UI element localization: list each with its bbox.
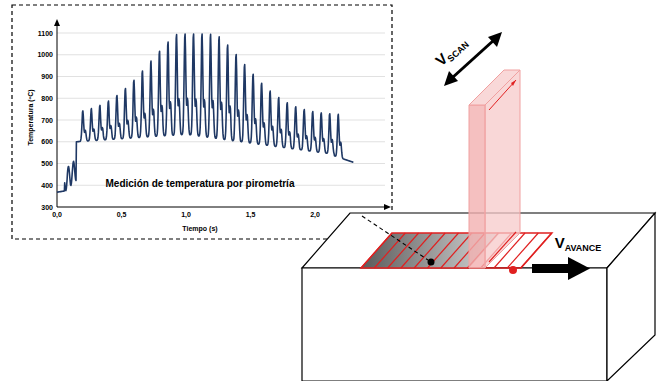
block-front-face: [302, 268, 607, 381]
grid-line: [57, 163, 385, 164]
y-axis-arrow: [54, 19, 60, 26]
advance-arrow: [532, 264, 570, 273]
leader-line: [362, 216, 428, 260]
laser-sheet-top: [469, 70, 520, 105]
tick-label: 1,5: [246, 211, 256, 218]
grid-line: [57, 120, 385, 121]
grid-line: [57, 141, 385, 142]
velocity-symbol: V: [555, 234, 565, 251]
scan-track: [361, 233, 392, 268]
tick-label: 600: [41, 138, 53, 145]
measure-point: [428, 259, 435, 266]
scan-track: [428, 233, 459, 268]
laser-sheet-front: [469, 105, 485, 268]
velocity-subscript: SCAN: [446, 39, 472, 64]
tick-label: 900: [41, 73, 53, 80]
scan-track: [521, 233, 552, 268]
laser-edge-head: [511, 80, 516, 86]
scan-region: [361, 233, 552, 268]
x-axis: [57, 207, 388, 208]
tick-label: 500: [41, 160, 53, 167]
scan-path: [361, 233, 552, 268]
scan-track: [401, 233, 432, 268]
tick-label: 2,0: [310, 211, 320, 218]
advance-arrow-head: [568, 257, 590, 280]
tick-label: 0,5: [117, 211, 127, 218]
scan-track: [414, 233, 445, 268]
tick-label: 0,0: [52, 211, 62, 218]
x-axis-arrow: [384, 204, 391, 210]
chart-frame: [12, 5, 392, 239]
advance-speed-label: VAVANCE: [555, 235, 602, 253]
grid-line: [57, 54, 385, 55]
scan-track: [374, 233, 405, 268]
tick-label: 1000: [37, 51, 53, 58]
tick-label: 1,0: [181, 211, 191, 218]
y-axis: [57, 24, 58, 207]
tick-label: 700: [41, 117, 53, 124]
axis-title: Tiempo (s): [182, 225, 217, 232]
tick-label: 300: [41, 204, 53, 211]
scan-track: [388, 233, 419, 268]
chart-note: Medición de temperatura por pirometría: [106, 179, 295, 189]
tick-label: 1100: [38, 30, 53, 37]
scan-arrow-head: [444, 71, 458, 86]
laser-line: [489, 232, 516, 262]
grid-line: [57, 33, 385, 34]
velocity-subscript: AVANCE: [565, 243, 602, 253]
laser-spot: [509, 266, 517, 274]
grid-line: [57, 76, 385, 77]
block-side-face: [607, 213, 655, 381]
scan-arrow-head: [488, 32, 502, 47]
tick-label: 400: [41, 182, 53, 189]
tick-label: 800: [41, 95, 53, 102]
scan-track: [441, 233, 472, 268]
temperature-curve: [57, 34, 353, 192]
axis-title: Temperatura (ºC): [26, 89, 33, 145]
laser-edge: [489, 80, 516, 110]
